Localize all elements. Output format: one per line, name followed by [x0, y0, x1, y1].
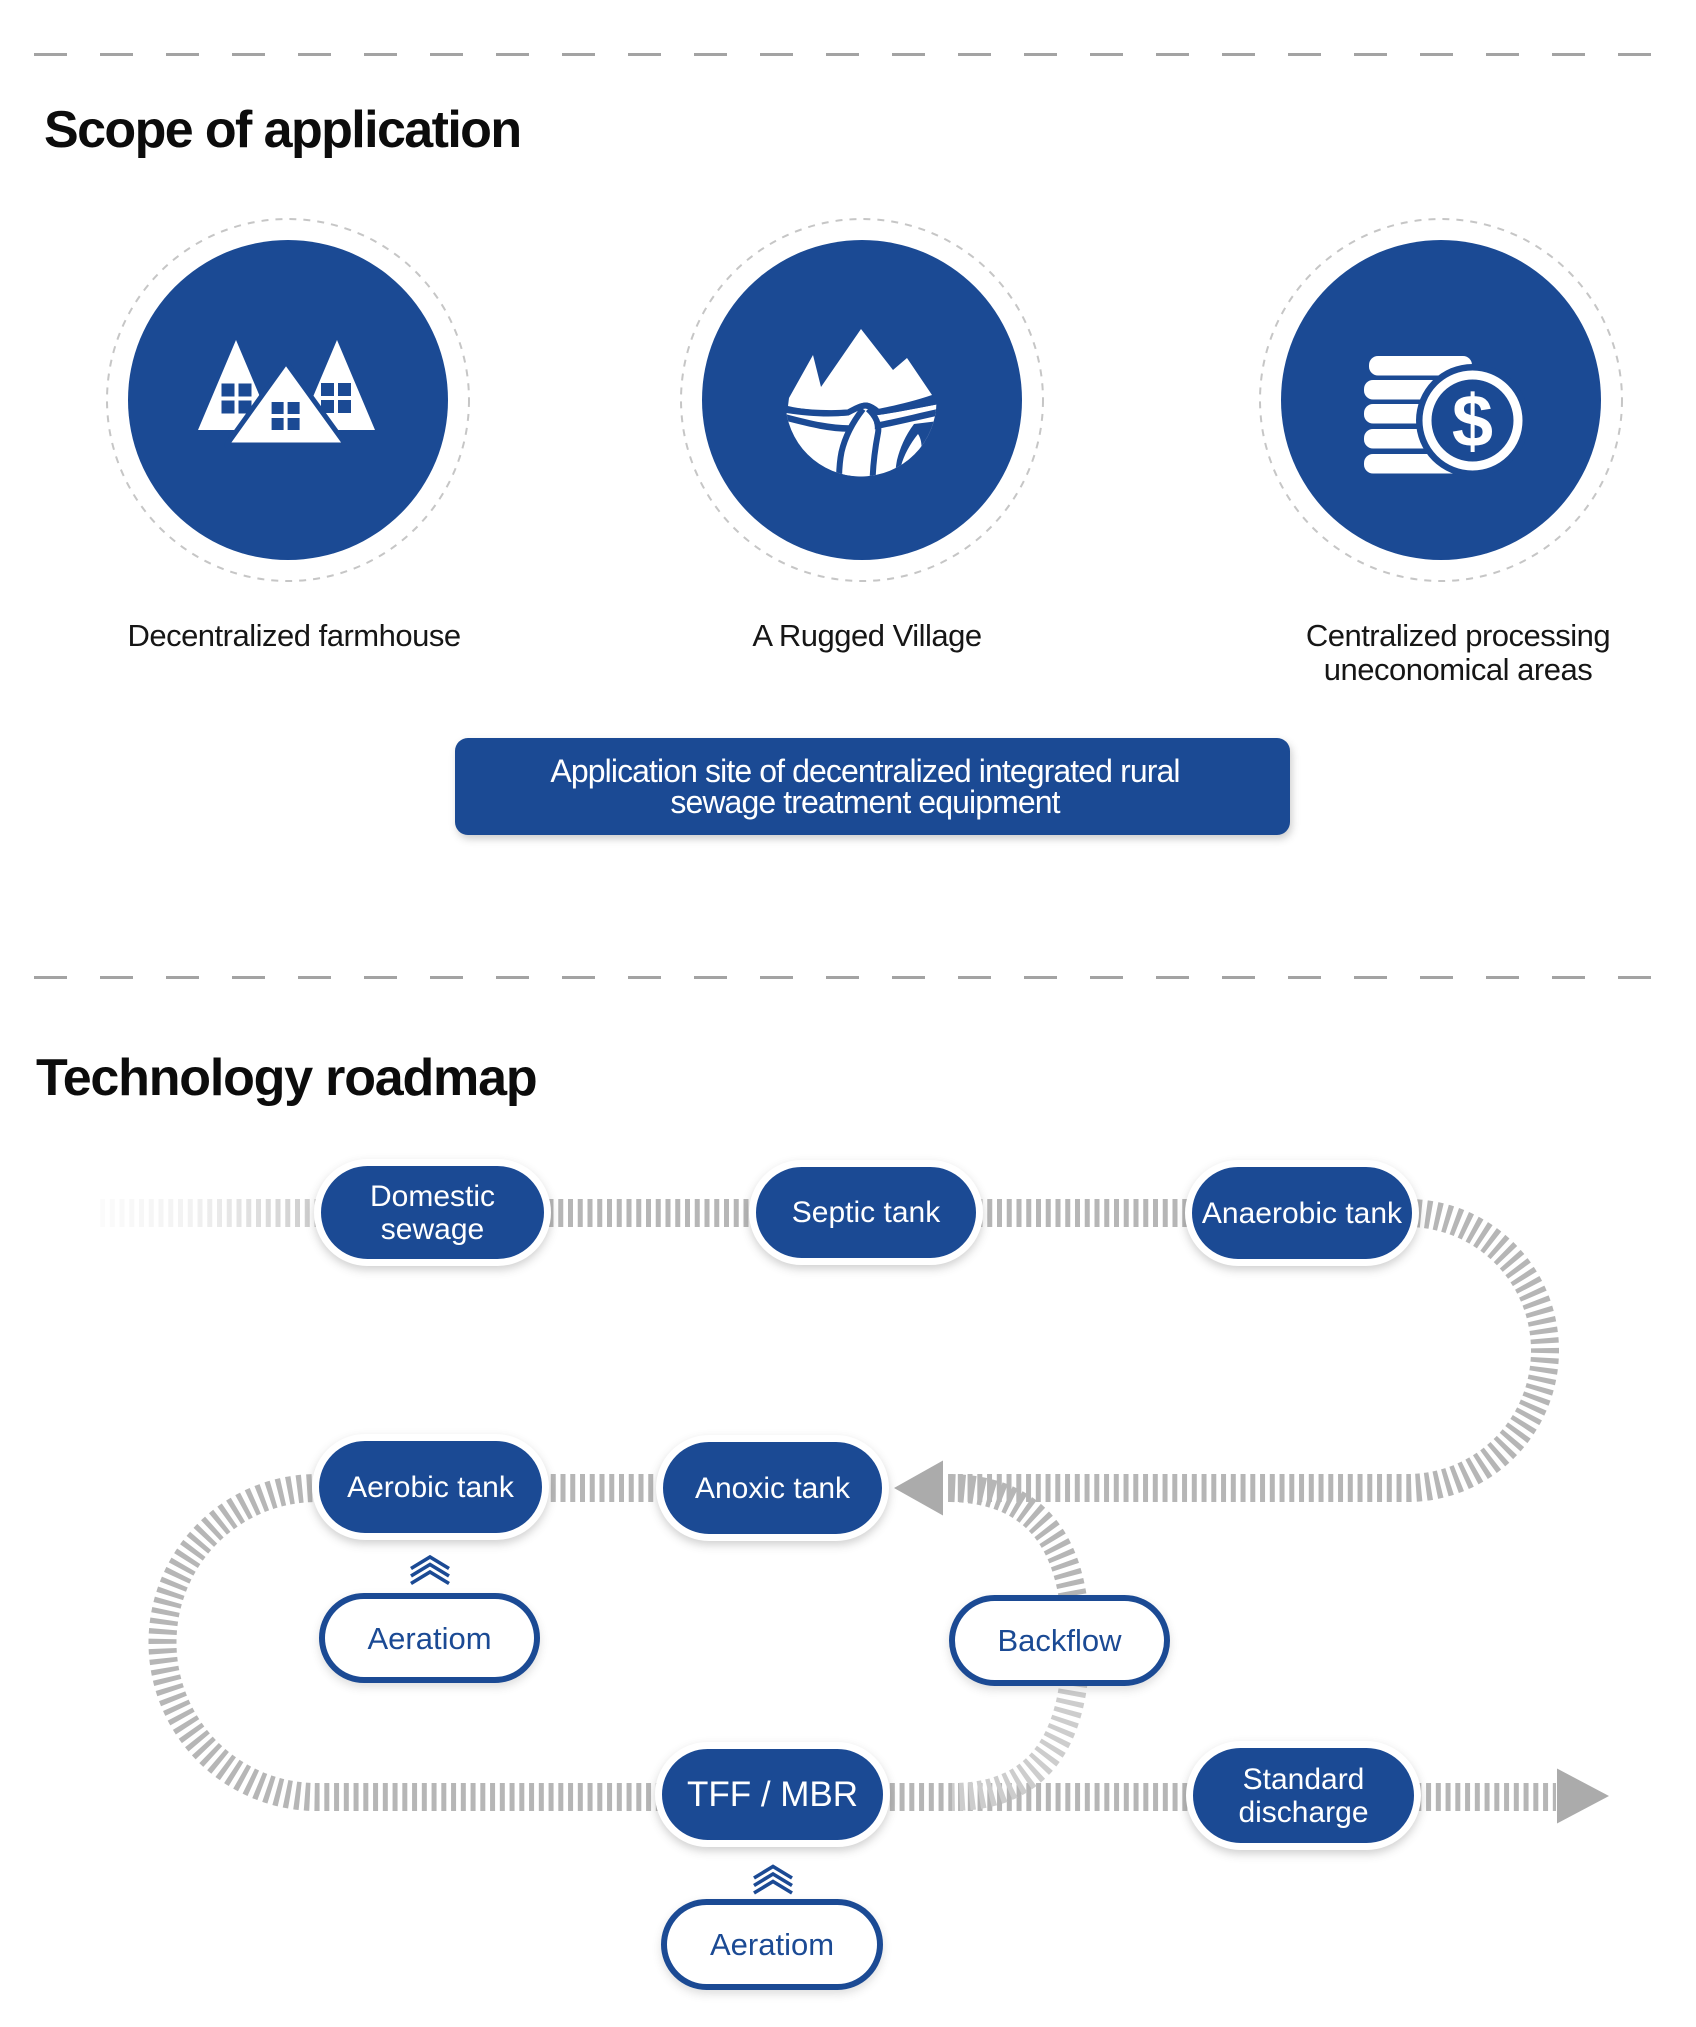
svg-text:$: $: [1452, 380, 1493, 463]
